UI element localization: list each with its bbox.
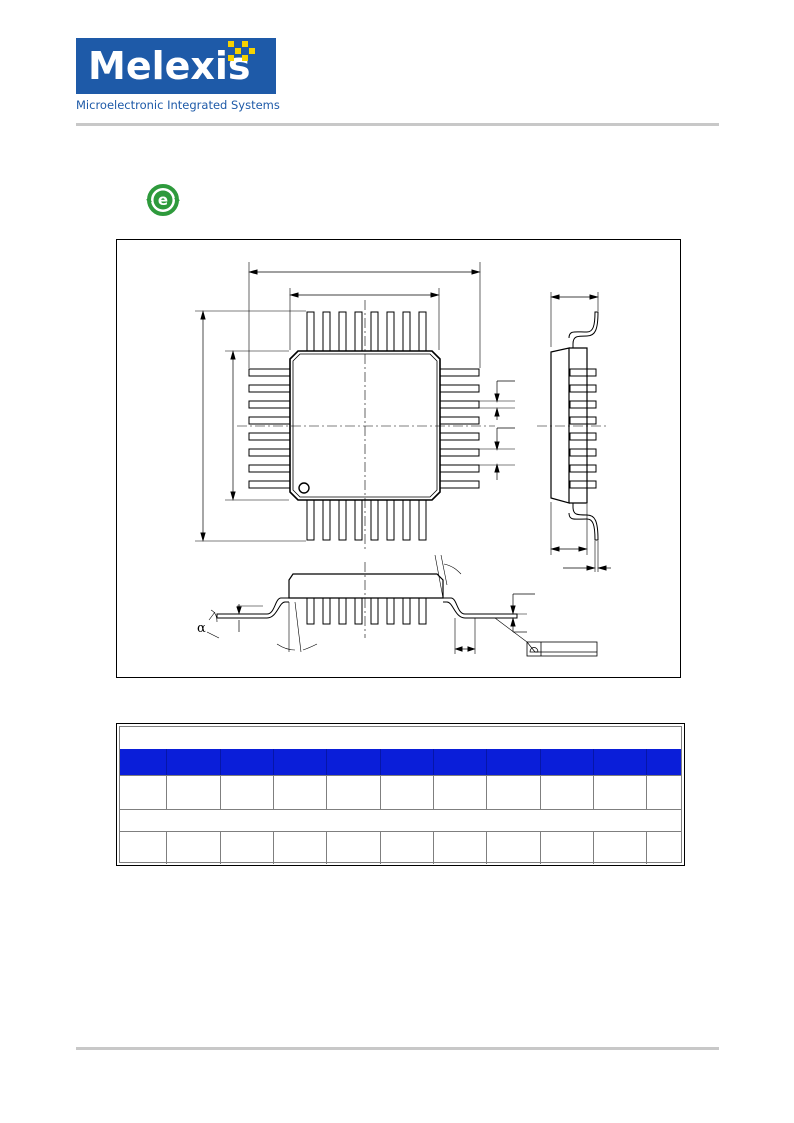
table-cell <box>381 831 434 864</box>
front-view <box>206 554 598 657</box>
package-drawing-svg: α <box>195 262 611 657</box>
table-cell <box>487 831 541 864</box>
alpha-label: α <box>197 621 206 636</box>
table-header-cell <box>594 749 647 775</box>
table-title-row <box>120 727 681 750</box>
table-cell <box>327 831 381 864</box>
table-header-cell <box>167 749 221 775</box>
table-header-row <box>120 749 681 775</box>
table-cell <box>167 831 221 864</box>
footer-rule <box>76 1047 719 1050</box>
dimension-table-inner <box>119 726 682 864</box>
table-cell <box>541 776 594 809</box>
logo-tagline: Microelectronic Integrated Systems <box>76 98 280 112</box>
table-cell <box>381 776 434 809</box>
table-header-cell <box>221 749 274 775</box>
eco-e-icon: e <box>146 184 180 216</box>
table-cell <box>647 776 681 809</box>
table-cell <box>434 831 487 864</box>
eco-letter: e <box>158 191 168 209</box>
table-cell <box>594 831 647 864</box>
left-pins <box>248 368 292 489</box>
bottom-pins <box>306 497 427 541</box>
table-cell <box>647 831 681 864</box>
table-span-row <box>120 809 681 832</box>
table-cell <box>120 776 167 809</box>
table-header-cell <box>327 749 381 775</box>
top-pins <box>306 311 427 355</box>
table-cell <box>327 776 381 809</box>
logo-box: Melexis <box>76 38 276 94</box>
table-header-cell <box>434 749 487 775</box>
table-header-cell <box>487 749 541 775</box>
melexis-logo: Melexis Microelectronic Integrated Syste… <box>76 38 280 115</box>
table-header-cell <box>381 749 434 775</box>
logo-wordmark: Melexis <box>88 44 251 88</box>
table-cell <box>434 776 487 809</box>
pin1-marker <box>298 482 310 494</box>
table-row <box>120 775 681 810</box>
package-outline-drawing: α <box>116 239 681 678</box>
table-cell <box>167 776 221 809</box>
table-cell <box>541 831 594 864</box>
table-cell <box>221 831 274 864</box>
table-cell <box>274 776 327 809</box>
header-rule <box>76 123 719 126</box>
right-pins <box>436 368 480 489</box>
table-header-cell <box>541 749 594 775</box>
table-header-cell <box>647 749 681 775</box>
table-header-cell <box>120 749 167 775</box>
side-view <box>537 292 611 572</box>
logo-dots-icon <box>228 41 268 61</box>
dimension-table <box>116 723 685 866</box>
table-cell <box>120 831 167 864</box>
table-cell <box>487 776 541 809</box>
table-cell <box>221 776 274 809</box>
table-cell <box>594 776 647 809</box>
package-body <box>289 350 441 501</box>
table-row <box>120 831 681 864</box>
table-cell <box>274 831 327 864</box>
table-header-cell <box>274 749 327 775</box>
